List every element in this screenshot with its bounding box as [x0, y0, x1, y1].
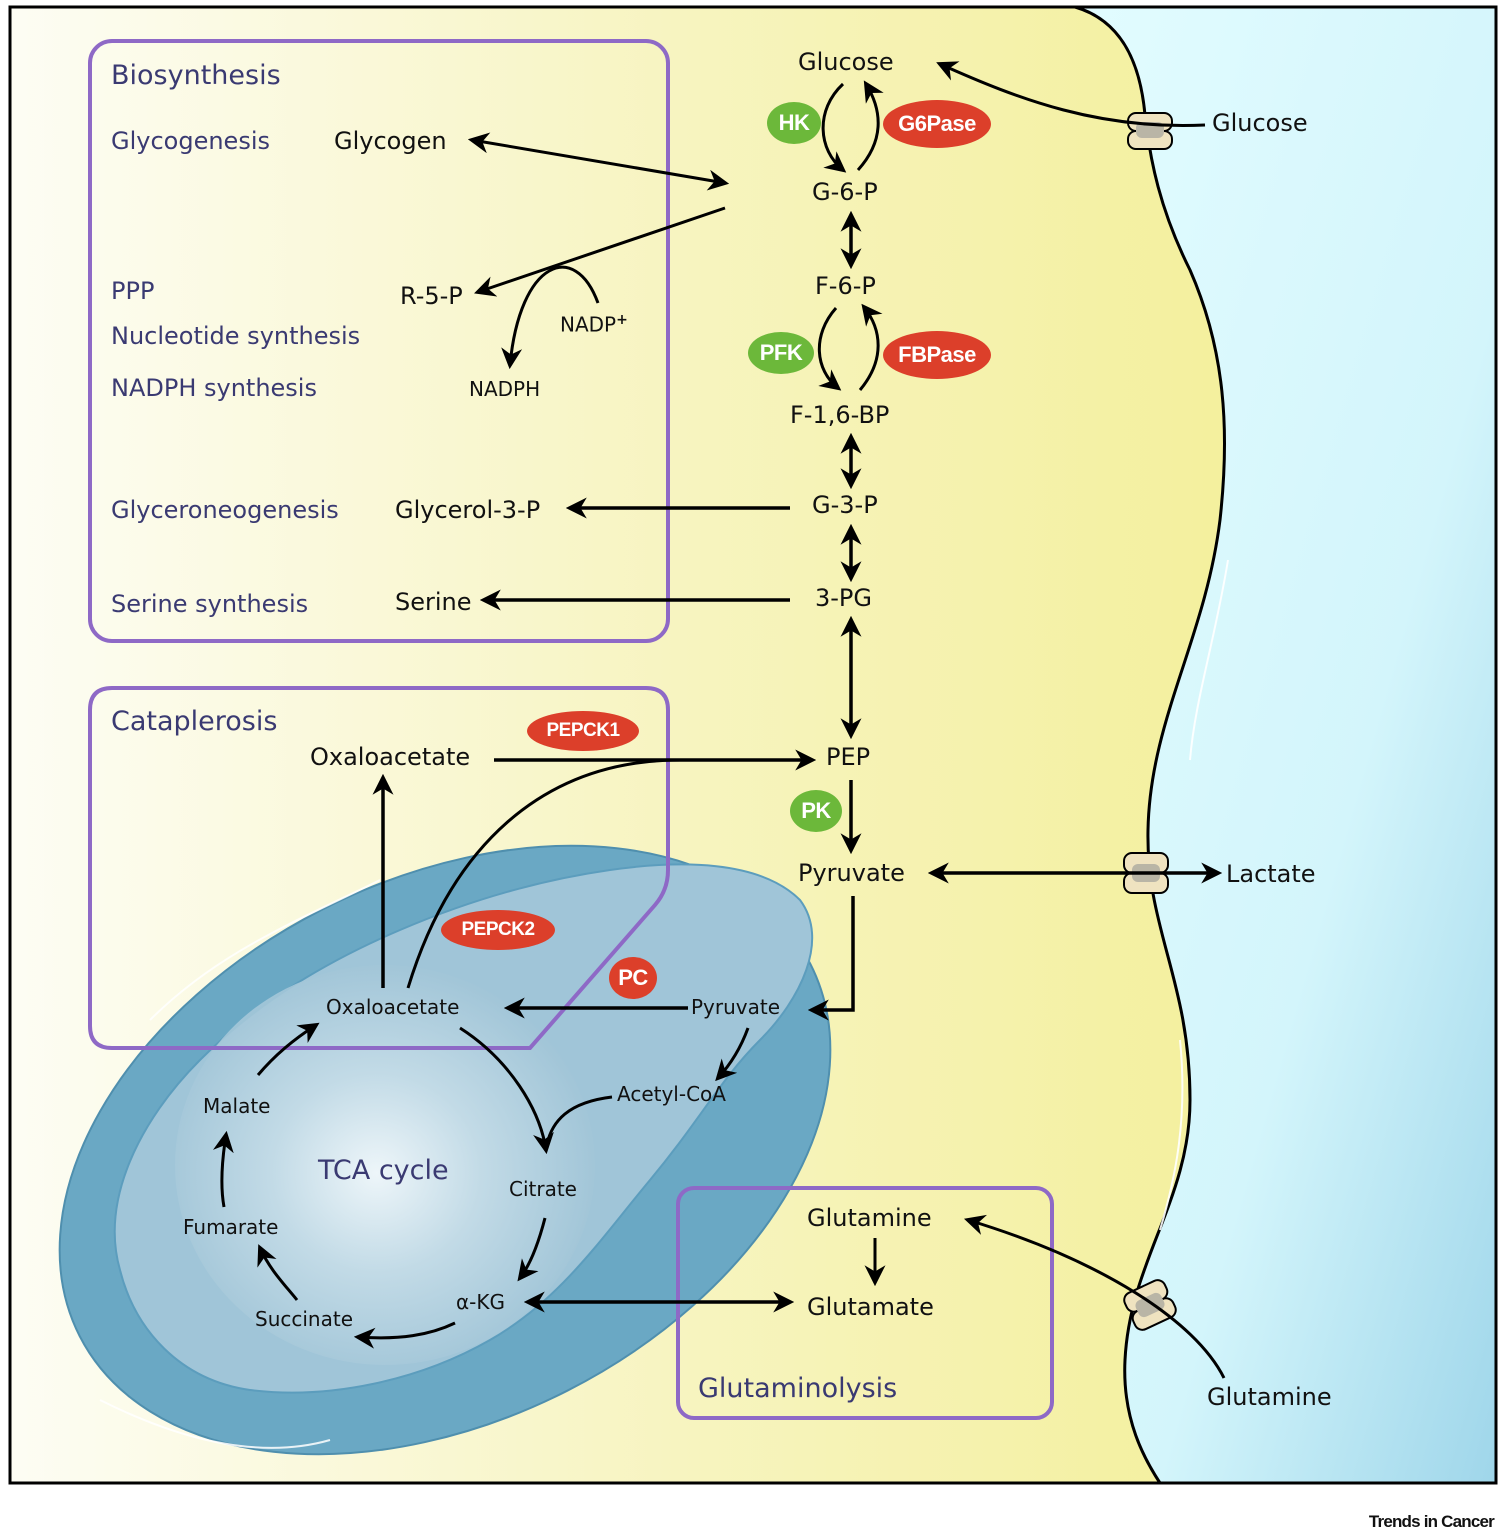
arrow-pepck2 [406, 758, 681, 989]
biosynthesis-title: Biosynthesis [111, 60, 281, 91]
metabolite-g3p: G-3-P [812, 491, 878, 519]
metabolite-acetyl-coa: Acetyl-CoA [617, 1082, 726, 1106]
metabolite-malate: Malate [203, 1094, 271, 1118]
glucose-transporter [1127, 112, 1173, 150]
extracellular-lactate: Lactate [1226, 860, 1316, 888]
metabolite-f6p: F-6-P [815, 272, 876, 300]
enzyme-fbpase: FBPase [883, 331, 991, 379]
arrow-hk [821, 82, 847, 173]
metabolite-glycerol-3-p: Glycerol-3-P [395, 496, 541, 524]
arrow-fbpase [858, 303, 883, 391]
cataplerosis-box [88, 686, 670, 1050]
enzyme-hk: HK [767, 102, 821, 144]
plasma-membrane [1074, 5, 1227, 1484]
metabolite-oxaloacetate-cytosol: Oxaloacetate [310, 743, 471, 771]
arrow-pyruvate-acetylcoa [715, 1027, 750, 1082]
metabolite-r5p: R-5-P [400, 282, 463, 310]
glutaminolysis-title: Glutaminolysis [698, 1373, 898, 1404]
process-nucleotide-synthesis: Nucleotide synthesis [111, 322, 361, 350]
cataplerosis-title: Cataplerosis [111, 706, 278, 737]
arrow-glutamine-import [963, 1214, 1226, 1379]
extracellular-glutamine: Glutamine [1207, 1383, 1332, 1411]
pathway-arrows [212, 61, 1226, 1379]
metabolite-glutamine: Glutamine [807, 1204, 932, 1232]
enzyme-g6pase: G6Pase [883, 100, 991, 148]
arrow-glucose-import [936, 61, 1206, 128]
metabolite-g6p: G-6-P [812, 178, 878, 206]
enzyme-pepck1: PEPCK1 [527, 711, 639, 751]
process-glyceroneogenesis: Glyceroneogenesis [111, 496, 339, 524]
metabolite-serine: Serine [395, 588, 472, 616]
nadp-superscript: + [616, 312, 628, 328]
biosynthesis-box [88, 39, 670, 643]
metabolite-3pg: 3-PG [815, 584, 872, 612]
metabolite-succinate: Succinate [255, 1307, 353, 1331]
metabolite-glucose: Glucose [798, 48, 894, 76]
metabolite-nadph: NADPH [469, 377, 541, 401]
extracellular-space [1075, 7, 1496, 1483]
frame-border [8, 5, 1498, 1485]
enzyme-pepck2: PEPCK2 [441, 910, 555, 950]
process-nadph-synthesis: NADPH synthesis [111, 374, 317, 402]
metabolite-oxaloacetate-mito: Oxaloacetate [326, 995, 460, 1019]
metabolite-f16bp: F-1,6-BP [790, 401, 890, 429]
arrow-citrate-akg [517, 1217, 547, 1282]
metabolite-pyruvate-mito: Pyruvate [691, 995, 781, 1019]
enzyme-pc: PC [609, 957, 657, 999]
arrow-succinate-fumarate [257, 1244, 299, 1301]
tca-cycle-label: TCA cycle [318, 1155, 449, 1186]
metabolite-glutamate: Glutamate [807, 1293, 934, 1321]
metabolite-pyruvate: Pyruvate [798, 859, 905, 887]
arrow-fumarate-malate [212, 1130, 234, 1208]
arrow-pyruvate-mito [807, 896, 855, 1021]
process-glycogenesis: Glycogenesis [111, 127, 270, 155]
arrow-pfk [817, 307, 842, 391]
arrow-nadp-nadph [501, 265, 600, 370]
arrow-g6p-r5p [474, 206, 726, 297]
arrow-malate-oaa [256, 1022, 320, 1076]
arrow-g6pase [856, 80, 884, 172]
process-ppp: PPP [111, 277, 155, 305]
arrow-acetylcoa-citrate [544, 1095, 613, 1151]
metabolite-glycogen: Glycogen [334, 127, 447, 155]
journal-credit: Trends in Cancer [1368, 1512, 1495, 1531]
metabolite-citrate: Citrate [509, 1177, 577, 1201]
enzyme-pk: PK [790, 790, 842, 832]
enzyme-pfk: PFK [748, 332, 814, 374]
metabolite-alpha-kg: α-KG [456, 1290, 506, 1314]
arrow-akg-succinate [353, 1321, 456, 1349]
nadp-text: NADP [560, 312, 617, 337]
metabolite-fumarate: Fumarate [183, 1215, 279, 1239]
extracellular-glucose: Glucose [1212, 109, 1308, 137]
arrow-oaa-citrate [459, 1026, 554, 1155]
metabolite-pep: PEP [826, 743, 871, 771]
process-serine-synthesis: Serine synthesis [111, 590, 309, 618]
metabolite-nadp: NADP+ [560, 312, 628, 337]
arrow-g6p-glycogen [467, 132, 730, 191]
